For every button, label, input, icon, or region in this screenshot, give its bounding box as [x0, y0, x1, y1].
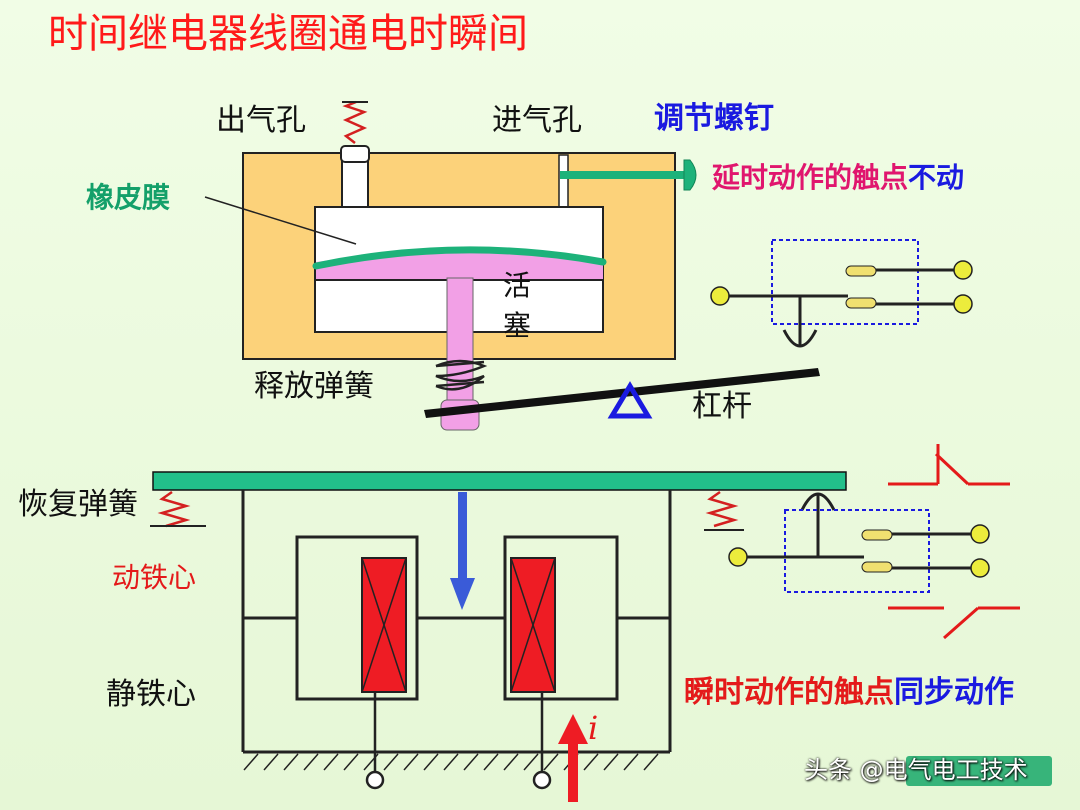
delay-contact-hook	[782, 329, 818, 348]
ground-hatch-mark	[503, 753, 519, 771]
piston-head	[316, 251, 603, 280]
ground-hatch-mark	[603, 753, 619, 771]
instant-contact-box	[784, 509, 930, 593]
delay-contact-terminal-left	[710, 286, 730, 306]
ground-hatch-mark	[263, 753, 279, 771]
ground-hatch-mark	[443, 753, 459, 771]
return-spring-left	[157, 490, 191, 528]
label-delay-contact: 延时动作的触点不动	[712, 164, 964, 192]
current-arrow-shaft	[568, 740, 578, 802]
adjust-screw-head	[683, 159, 697, 191]
label-not-move: 不动	[908, 161, 965, 194]
outlet-tube	[341, 154, 369, 210]
delay-contact-terminal-upper	[953, 260, 973, 280]
ground-hatch-mark	[243, 753, 259, 771]
inlet-slot	[558, 154, 569, 210]
delay-contact-pad-upper	[845, 265, 877, 277]
piston-rod	[446, 277, 474, 419]
ground-hatch-mark	[543, 753, 559, 771]
label-piston-2: 塞	[503, 309, 532, 342]
ground-hatch-mark	[303, 753, 319, 771]
instant-contact-pad-upper	[861, 529, 893, 541]
ground-hatch-mark	[463, 753, 479, 771]
label-moving-core: 动铁心	[112, 561, 197, 594]
armature-bar	[152, 471, 847, 491]
label-static-core: 静铁心	[106, 677, 196, 712]
coil-left	[361, 557, 407, 693]
label-return-spring: 恢复弹簧	[18, 487, 138, 522]
label-delay-contact-text: 延时动作的触点	[712, 161, 909, 194]
diaphragm-leader	[204, 196, 357, 245]
ground-hatch-mark	[323, 753, 339, 771]
label-outlet: 出气孔	[216, 103, 306, 138]
label-inlet: 进气孔	[492, 103, 582, 138]
label-lever: 杠杆	[692, 389, 752, 424]
watermark-text: 头条 @电气电工技术	[804, 756, 1028, 784]
current-arrow-head	[558, 714, 588, 744]
watermark-badge	[906, 756, 1052, 786]
ground-hatch-mark	[523, 753, 539, 771]
ground-hatch-mark	[583, 753, 599, 771]
page-title: 时间继电器线圈通电时瞬间	[48, 11, 528, 57]
coil-terminal-left	[365, 770, 385, 790]
ground-hatch-mark	[283, 753, 299, 771]
ground-hatch-mark	[423, 753, 439, 771]
outlet-spring	[342, 100, 368, 144]
coil-right	[510, 557, 556, 693]
lever-pivot	[607, 381, 653, 419]
rubber-diaphragm	[312, 246, 607, 270]
nc-contact-symbol	[888, 444, 1010, 486]
ground-hatch	[243, 753, 659, 771]
instant-contact-terminal-upper	[970, 524, 990, 544]
label-instant-contact: 瞬时动作的触点同步动作	[684, 678, 1014, 708]
adjust-screw-shaft	[560, 171, 684, 179]
delay-contact-box	[771, 239, 919, 325]
ground-hatch-mark	[383, 753, 399, 771]
coil-terminal-right	[532, 770, 552, 790]
label-instant-contact-text: 瞬时动作的触点	[684, 675, 894, 710]
instant-contact-terminal-left	[728, 547, 748, 567]
delay-contact-pad-lower	[845, 297, 877, 309]
no-contact-symbol	[888, 606, 1020, 640]
static-core	[241, 490, 672, 754]
motion-arrow-head	[450, 578, 475, 610]
ground-hatch-mark	[343, 753, 359, 771]
label-current: i	[588, 709, 599, 747]
lever-bar	[424, 368, 820, 418]
label-diaphragm: 橡皮膜	[86, 181, 171, 214]
motion-arrow-shaft	[458, 492, 467, 584]
ground-hatch-mark	[623, 753, 639, 771]
label-sync-move: 同步动作	[894, 675, 1014, 710]
label-piston-1: 活	[503, 269, 532, 302]
instant-contact-terminal-lower	[970, 558, 990, 578]
return-spring-right	[705, 490, 739, 528]
outlet-valve	[340, 145, 370, 163]
label-adjust-screw: 调节螺钉	[654, 101, 774, 136]
ground-hatch-mark	[403, 753, 419, 771]
ground-hatch-mark	[363, 753, 379, 771]
delay-contact-terminal-lower	[953, 294, 973, 314]
label-release-spring: 释放弹簧	[254, 369, 374, 404]
instant-contact-pad-lower	[861, 561, 893, 573]
ground-hatch-mark	[483, 753, 499, 771]
ground-hatch-mark	[643, 753, 659, 771]
